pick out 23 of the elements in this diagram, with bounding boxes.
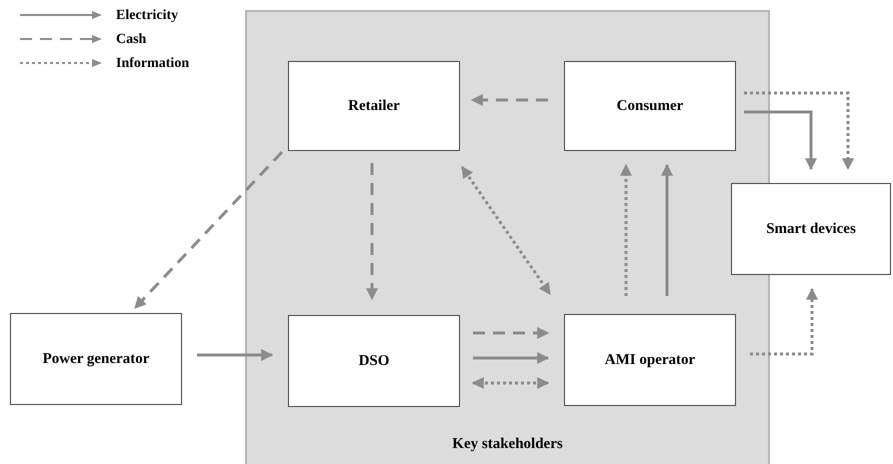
stakeholder-box: DSO: [288, 315, 460, 407]
stakeholder-box: Smart devices: [731, 183, 891, 275]
stakeholder-box: Power generator: [10, 313, 182, 405]
legend-label: Information: [116, 54, 190, 72]
arrow: [750, 288, 818, 356]
arrow: [134, 150, 284, 310]
arrow: [366, 163, 378, 300]
arrow: [197, 349, 274, 361]
arrow: [470, 94, 548, 106]
arrow: [472, 377, 550, 389]
arrow: [661, 164, 673, 296]
arrow: [620, 164, 632, 296]
arrow: [473, 327, 550, 339]
arrow: [460, 166, 552, 295]
stakeholder-box: AMI operator: [564, 314, 736, 406]
stakeholder-box: Consumer: [564, 61, 736, 151]
legend-label: Cash: [116, 30, 146, 48]
group-title: Key stakeholders: [451, 435, 564, 454]
stakeholder-box: Retailer: [288, 61, 460, 151]
arrow: [473, 352, 550, 364]
arrow: [744, 110, 817, 170]
arrow: [744, 92, 854, 170]
legend-label: Electricity: [116, 6, 178, 24]
